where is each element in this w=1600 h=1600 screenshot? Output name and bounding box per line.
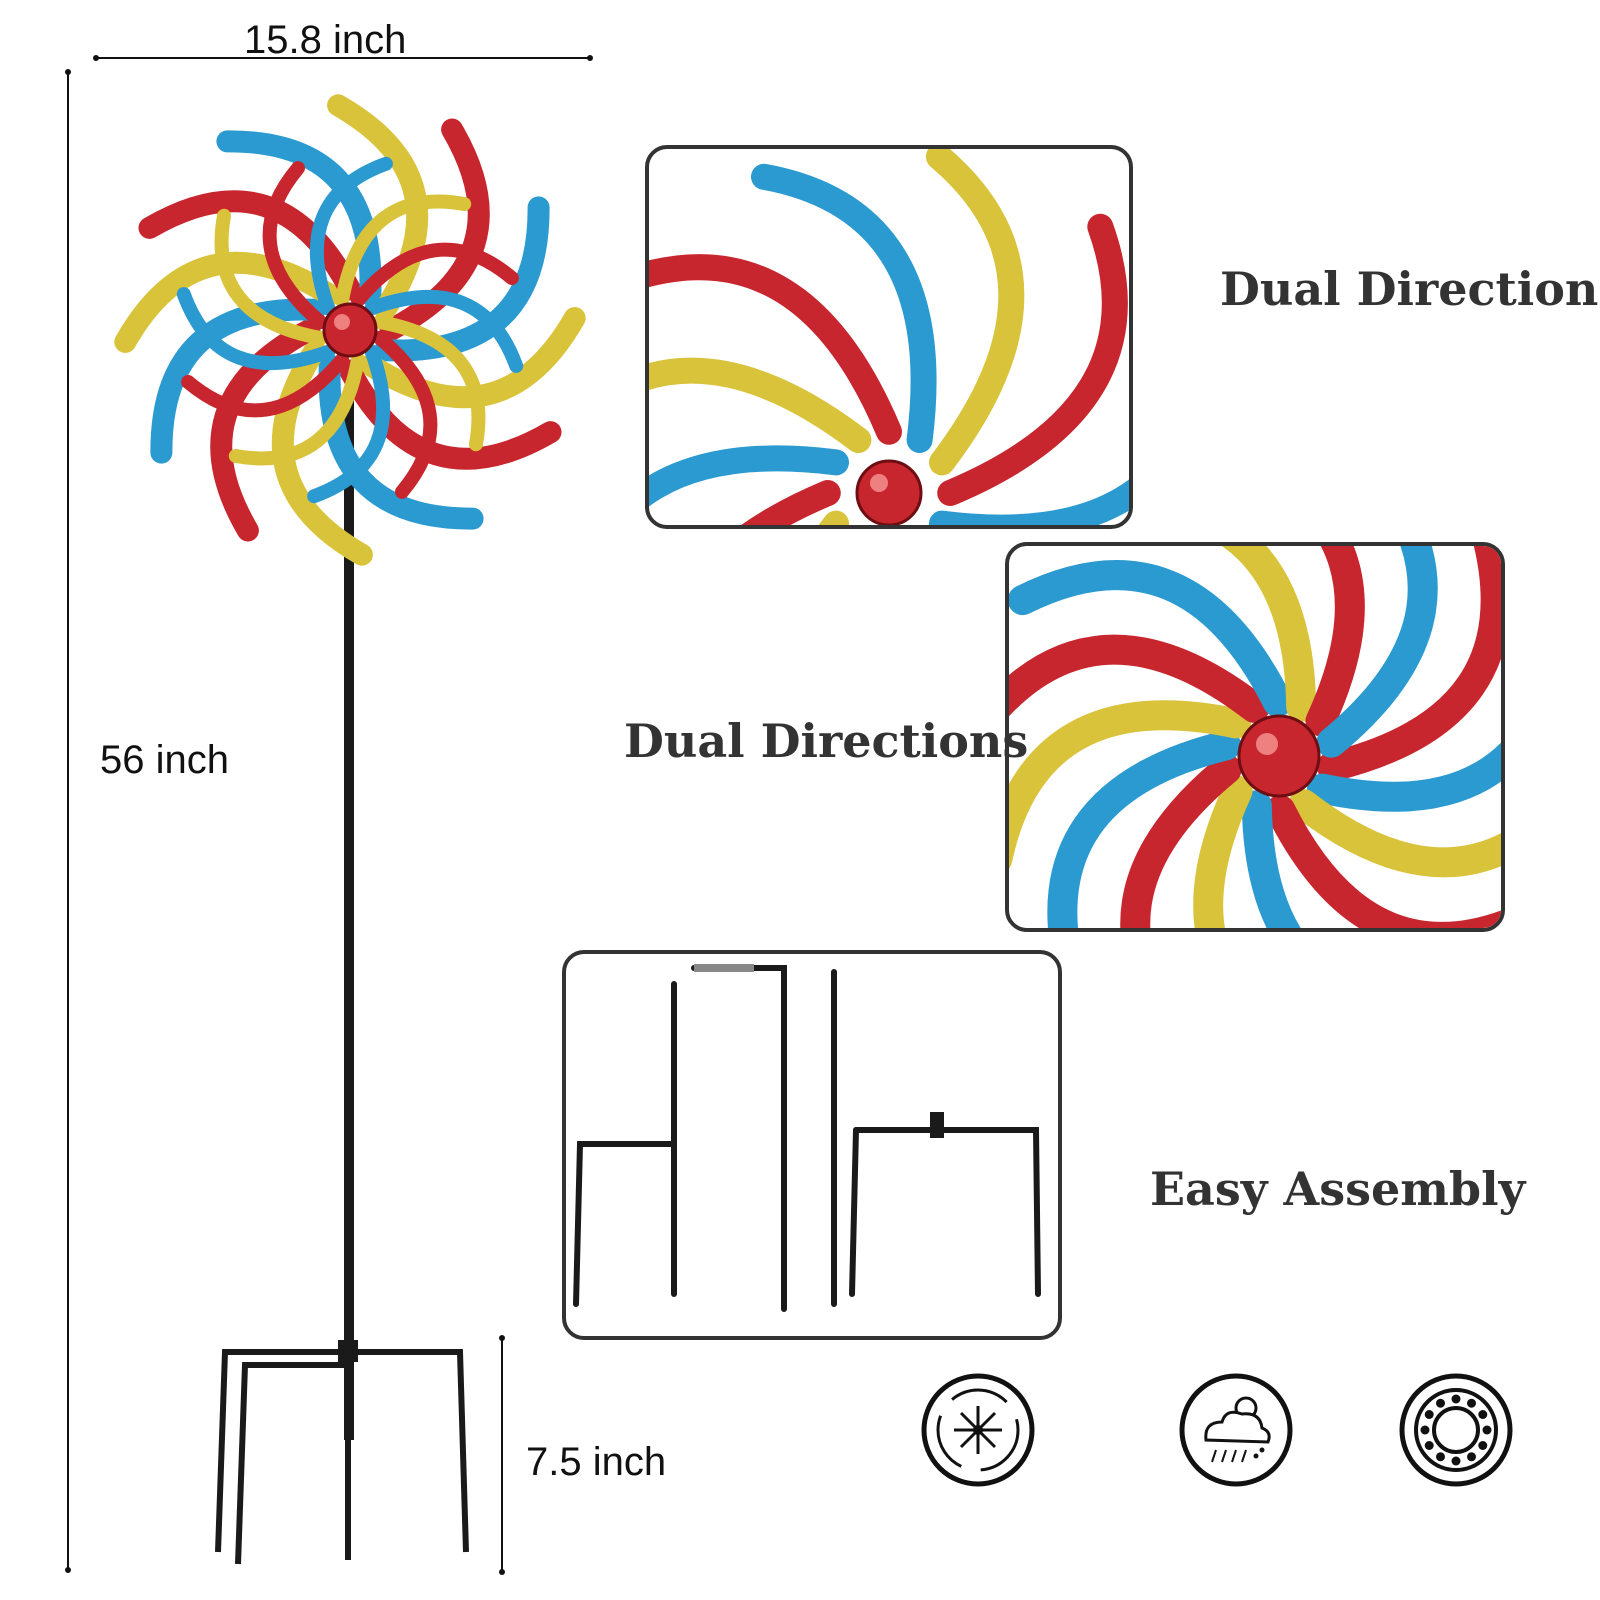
blade: [379, 118, 490, 341]
spinner-blades: [114, 94, 586, 566]
blade: [1288, 789, 1501, 878]
blade: [649, 357, 872, 453]
blade: [339, 359, 562, 470]
assembly-parts-panel: [562, 950, 1062, 1340]
spinner-hub: [322, 302, 378, 358]
spinner-base: [215, 1349, 469, 1565]
blade: [214, 208, 328, 345]
blade: [374, 196, 550, 362]
spinner-stake: [344, 390, 354, 1440]
bearing-ball: [1424, 1410, 1434, 1419]
bearing-ball: [1436, 1398, 1445, 1408]
width-label: 15.8 inch: [244, 18, 407, 62]
blade: [929, 479, 1129, 525]
bearing-ball: [1478, 1410, 1488, 1419]
blade: [359, 307, 586, 409]
base-label: 7.5 inch: [526, 1440, 667, 1484]
dual-direction-closeup-1: [645, 145, 1133, 529]
blade: [1047, 730, 1242, 928]
blade: [307, 344, 391, 504]
height-label: 56 inch: [100, 738, 229, 782]
bearing-ball: [1420, 1425, 1430, 1435]
blade: [1307, 742, 1501, 812]
bearing-ball: [1451, 1456, 1461, 1466]
blade: [372, 315, 486, 452]
bearing-icon: [1399, 1373, 1513, 1487]
dual-direction-closeup-2: [1005, 542, 1505, 932]
blade: [327, 94, 429, 321]
blade: [335, 194, 472, 308]
blade: [350, 242, 519, 308]
blade: [372, 330, 438, 499]
dual-directions-title-1: Dual Directions: [1220, 262, 1600, 316]
spin-icon: [921, 1373, 1035, 1487]
blade: [309, 156, 393, 316]
blade: [937, 213, 1128, 506]
blade: [649, 445, 849, 507]
blade: [1316, 546, 1501, 782]
blade: [1009, 700, 1251, 869]
blade: [114, 251, 341, 353]
blade: [741, 480, 841, 525]
blade: [364, 289, 524, 373]
dual-directions-title-2: Dual Directions: [624, 714, 1029, 768]
blade: [1265, 795, 1501, 928]
blade: [751, 163, 937, 453]
blade: [210, 319, 321, 542]
bearing-ball: [1482, 1425, 1492, 1435]
blade: [271, 339, 373, 566]
blade: [1120, 754, 1242, 928]
blade: [1009, 560, 1293, 717]
blade: [176, 287, 336, 371]
bearing-ball: [1478, 1441, 1488, 1450]
blade: [318, 354, 484, 530]
bearing-ball: [1451, 1394, 1461, 1404]
blade: [216, 130, 382, 306]
blade: [1193, 775, 1253, 928]
blade: [262, 161, 328, 330]
blade: [181, 352, 350, 418]
blade: [228, 352, 365, 466]
bearing-ball: [1424, 1441, 1434, 1450]
bearing-ball: [1436, 1452, 1445, 1462]
bearing-ball: [1467, 1398, 1476, 1408]
assembly-parts: [573, 964, 1041, 1312]
blade: [1221, 546, 1317, 722]
blade: [1241, 790, 1301, 928]
blade: [138, 190, 361, 301]
easy-assembly-title: Easy Assembly: [1150, 1162, 1526, 1216]
blade: [1305, 546, 1365, 737]
weatherproof-icon: [1179, 1373, 1293, 1487]
blade: [649, 254, 902, 445]
wind-spinner-product: [114, 94, 586, 1565]
blade: [1316, 546, 1438, 758]
blade: [150, 298, 326, 464]
blade: [925, 149, 1025, 476]
bearing-ball: [1467, 1452, 1476, 1462]
blade: [1009, 634, 1270, 723]
